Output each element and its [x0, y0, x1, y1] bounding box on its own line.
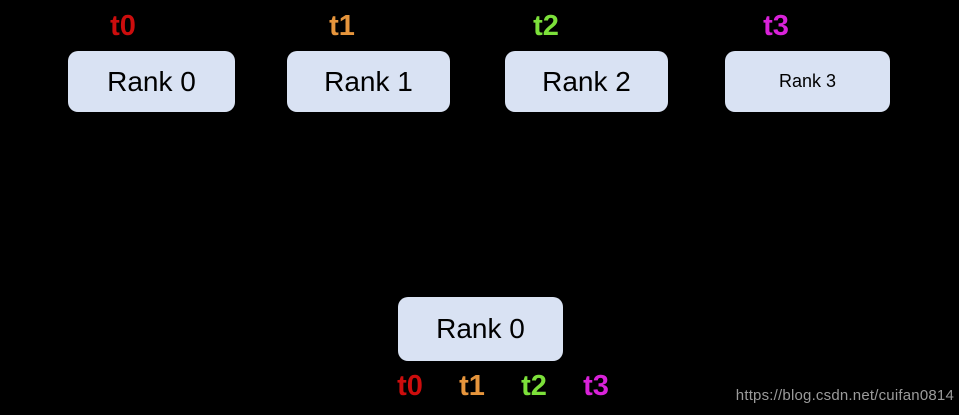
thread-label-t0-top: t0	[110, 10, 136, 42]
watermark-url: https://blog.csdn.net/cuifan0814	[735, 387, 954, 404]
thread-label-t2-top: t2	[533, 10, 559, 42]
thread-label-t2-bottom: t2	[521, 370, 547, 402]
thread-label-t3-bottom: t3	[583, 370, 609, 402]
thread-label-t1-top: t1	[329, 10, 355, 42]
bottom-rank-0-box: Rank 0	[398, 297, 563, 361]
thread-label-t3-top: t3	[763, 10, 789, 42]
rank-1-box: Rank 1	[287, 51, 450, 112]
rank-3-box: Rank 3	[725, 51, 890, 112]
thread-label-t0-bottom: t0	[397, 370, 423, 402]
rank-2-box: Rank 2	[505, 51, 668, 112]
thread-label-t1-bottom: t1	[459, 370, 485, 402]
rank-0-box: Rank 0	[68, 51, 235, 112]
